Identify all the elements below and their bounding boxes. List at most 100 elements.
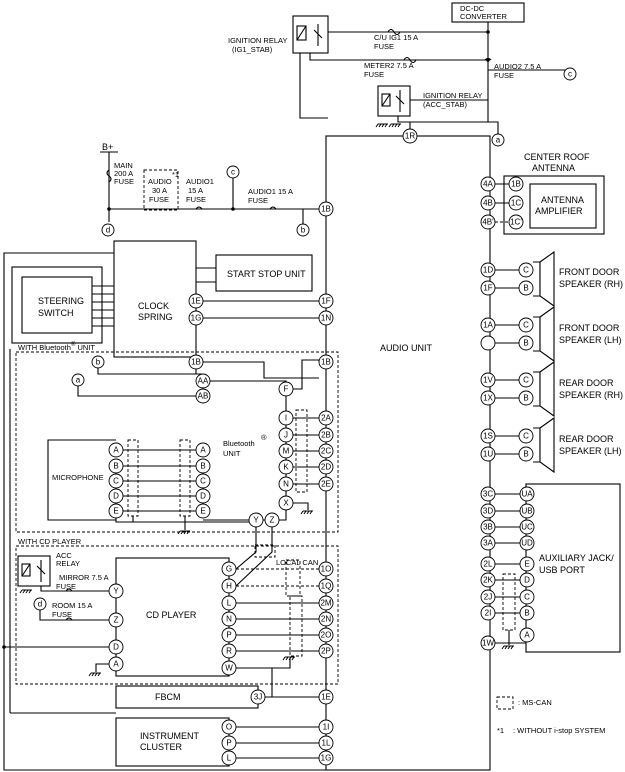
svg-text:W: W <box>225 664 233 673</box>
svg-text:B: B <box>200 462 205 471</box>
svg-text:IGNITION RELAY: IGNITION RELAY <box>423 91 482 100</box>
svg-text:E: E <box>200 507 205 516</box>
steering-switch: STEERING SWITCH <box>11 266 114 344</box>
svg-text:c: c <box>231 168 235 177</box>
svg-text:FUSE: FUSE <box>364 70 384 79</box>
svg-text:FUSE: FUSE <box>114 177 134 186</box>
svg-text:C: C <box>524 593 530 602</box>
svg-text:B: B <box>524 609 529 618</box>
ref-b-top <box>296 223 310 237</box>
svg-text:INSTRUMENT: INSTRUMENT <box>140 731 199 741</box>
svg-text:1A: 1A <box>483 321 493 330</box>
svg-text:C: C <box>200 477 206 486</box>
svg-text:®: ® <box>261 433 267 442</box>
svg-text:P: P <box>226 631 231 640</box>
svg-text:AB: AB <box>198 392 209 401</box>
svg-text:SWITCH: SWITCH <box>38 308 74 318</box>
svg-text:AMPLIFIER: AMPLIFIER <box>535 206 583 216</box>
svg-text:1N: 1N <box>321 314 331 323</box>
antenna-amplifier <box>529 183 597 229</box>
svg-text:AUDIO: AUDIO <box>148 177 172 186</box>
svg-text:4B: 4B <box>483 199 493 208</box>
svg-text:C: C <box>523 266 529 275</box>
svg-text:*1: *1 <box>172 170 179 179</box>
audio-unit <box>325 135 491 771</box>
svg-text:4B': 4B' <box>482 218 494 227</box>
svg-text:3J: 3J <box>254 693 262 702</box>
svg-text:B: B <box>523 394 528 403</box>
ref-a-right <box>491 133 505 147</box>
svg-text:1E: 1E <box>321 693 331 702</box>
svg-text:I: I <box>285 414 287 423</box>
svg-text:4A: 4A <box>483 180 493 189</box>
svg-text:FBCM: FBCM <box>155 692 181 702</box>
svg-text:c: c <box>568 70 572 79</box>
svg-text:X: X <box>283 499 289 508</box>
ignition-relay-acc: IGNITION RELAY (ACC_STAB) <box>377 85 482 117</box>
svg-text:1C': 1C' <box>510 218 522 227</box>
rear-door-speaker-rh: 1V 1X C B REAR DOOR SPEAKER (RH) <box>480 360 623 418</box>
svg-text:H: H <box>226 582 232 591</box>
svg-text:D: D <box>113 643 119 652</box>
svg-text:C: C <box>523 321 529 330</box>
svg-text:2O: 2O <box>321 631 332 640</box>
svg-text:UC: UC <box>521 523 533 532</box>
svg-text:SPEAKER (LH): SPEAKER (LH) <box>559 335 622 345</box>
svg-text:O: O <box>226 723 232 732</box>
svg-text:: WITHOUT i-stop SYSTEM: : WITHOUT i-stop SYSTEM <box>513 726 605 735</box>
dcdc-converter: DC-DC CONVERTER <box>451 2 525 23</box>
svg-text:N: N <box>283 480 289 489</box>
svg-text:FUSE: FUSE <box>149 195 169 204</box>
svg-text:START STOP UNIT: START STOP UNIT <box>227 269 306 279</box>
svg-text:2B: 2B <box>321 431 331 440</box>
with-cd-player-frame <box>15 545 339 685</box>
svg-text:1V: 1V <box>483 376 493 385</box>
svg-text:1L: 1L <box>322 739 331 748</box>
svg-text:3D: 3D <box>483 507 493 516</box>
audio30-fuse-box <box>143 169 179 211</box>
svg-text:2J: 2J <box>484 593 492 602</box>
svg-text:E: E <box>524 560 529 569</box>
svg-text:1I: 1I <box>323 723 330 732</box>
svg-text:J: J <box>284 431 288 440</box>
svg-text:G: G <box>226 565 232 574</box>
svg-text:USB PORT: USB PORT <box>539 565 585 575</box>
svg-text:: MS-CAN: : MS-CAN <box>518 698 552 707</box>
svg-text:FUSE: FUSE <box>56 582 76 591</box>
audio-unit-label: AUDIO UNIT <box>380 343 433 353</box>
svg-text:ROOM 15 A: ROOM 15 A <box>52 601 92 610</box>
svg-text:METER2 7.5 A: METER2 7.5 A <box>364 61 414 70</box>
svg-text:CLOCK: CLOCK <box>138 301 169 311</box>
svg-text:Z: Z <box>270 516 275 525</box>
svg-text:WITH Bluetooth® UNIT: WITH Bluetooth® UNIT <box>18 341 95 352</box>
svg-text:1Q: 1Q <box>321 582 332 591</box>
svg-text:AUXILIARY JACK/: AUXILIARY JACK/ <box>539 553 614 563</box>
svg-text:b: b <box>96 358 101 367</box>
svg-text:WITH CD PLAYER: WITH CD PLAYER <box>18 537 82 546</box>
svg-text:B: B <box>523 450 528 459</box>
svg-text:200 A: 200 A <box>114 169 133 178</box>
pin-1B-power <box>318 201 334 217</box>
svg-text:1F: 1F <box>483 284 492 293</box>
svg-text:1B: 1B <box>321 205 331 214</box>
svg-text:A: A <box>113 446 119 455</box>
svg-text:A: A <box>200 446 206 455</box>
svg-text:B: B <box>523 339 528 348</box>
svg-text:3B: 3B <box>483 523 493 532</box>
svg-text:(IG1_STAB): (IG1_STAB) <box>232 45 273 54</box>
bluetooth-unit: AA AB F Bluetooth ® UNIT I J M K N X Y Z… <box>195 373 294 528</box>
svg-text:FUSE: FUSE <box>52 610 72 619</box>
svg-text:R: R <box>226 647 232 656</box>
svg-text:Y: Y <box>253 516 259 525</box>
svg-text:E: E <box>113 507 118 516</box>
fbcm: FBCM 3J <box>115 685 266 709</box>
svg-text:SPEAKER (LH): SPEAKER (LH) <box>559 446 622 456</box>
svg-text:FUSE: FUSE <box>186 195 206 204</box>
svg-text:K: K <box>283 463 289 472</box>
svg-text:MAIN: MAIN <box>114 161 133 170</box>
start-stop-unit: START STOP UNIT <box>215 254 313 292</box>
svg-text:C: C <box>113 477 119 486</box>
clock-spring: CLOCK SPRING 1E 1G 1B <box>113 240 204 370</box>
svg-text:1U: 1U <box>483 450 493 459</box>
